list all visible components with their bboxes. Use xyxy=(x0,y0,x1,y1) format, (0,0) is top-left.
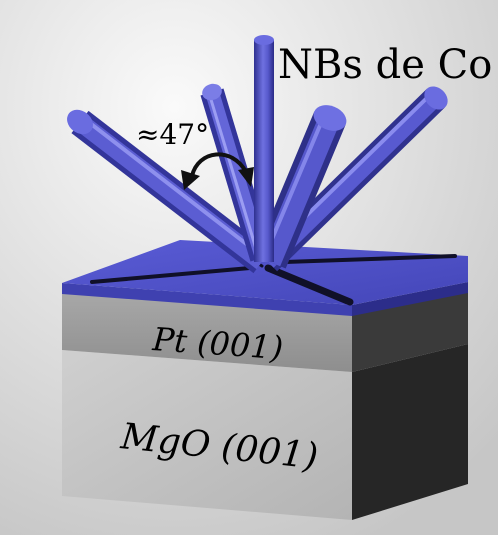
film-edge-side xyxy=(352,282,468,316)
top-face xyxy=(62,240,468,305)
cobalt-nanobars xyxy=(67,35,448,274)
angle-label: ≈47° xyxy=(136,118,209,151)
film-edge-front xyxy=(62,283,352,316)
nanobar-center xyxy=(254,35,274,262)
substrate-block xyxy=(62,240,468,520)
nanobar-left-center xyxy=(200,83,274,262)
pt-front-face xyxy=(62,292,352,372)
mgo-front-face xyxy=(62,350,352,520)
curved-arrow-icon xyxy=(181,152,254,190)
pt-layer-label: Pt (001) xyxy=(150,320,284,367)
nanobar-left xyxy=(67,109,271,274)
mgo-side-face xyxy=(352,344,468,520)
title-label: NBs de Co xyxy=(278,42,492,88)
pt-side-face xyxy=(352,292,468,372)
nanobar-right-center xyxy=(254,105,347,269)
